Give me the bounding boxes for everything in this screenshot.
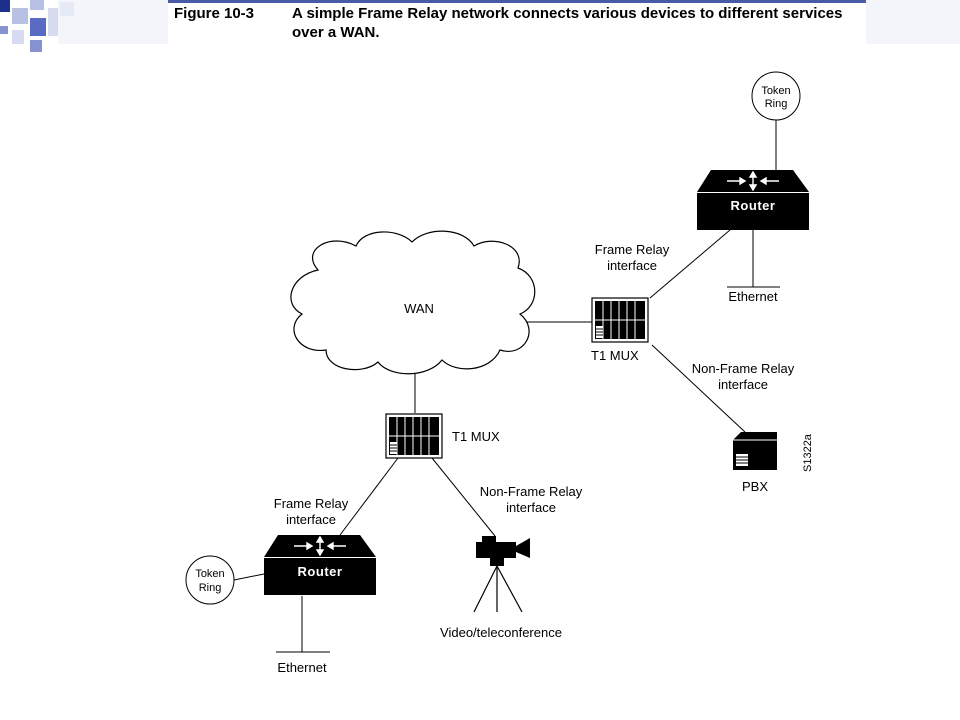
non-frame-relay-top-line1: Non-Frame Relay xyxy=(692,361,795,376)
wan-cloud xyxy=(290,230,536,375)
ethernet-top-label: Ethernet xyxy=(728,289,778,304)
non-frame-relay-bottom-line1: Non-Frame Relay xyxy=(480,484,583,499)
t1-mux-bottom-label: T1 MUX xyxy=(452,429,500,444)
link-tokenring-router-bottom xyxy=(233,573,265,581)
frame-relay-interface-bottom-line2: interface xyxy=(286,512,336,527)
router-bottom-label: Router xyxy=(298,564,343,579)
token-ring-top-line2: Ring xyxy=(765,98,788,110)
figure-label: Figure 10-3 xyxy=(174,5,255,22)
pbx-label: PBX xyxy=(742,479,768,494)
corner-decoration-right xyxy=(866,0,960,44)
header-rule xyxy=(168,0,866,3)
token-ring-bottom xyxy=(185,555,235,605)
non-frame-relay-top-line2: interface xyxy=(718,377,768,392)
non-frame-relay-bottom-line2: interface xyxy=(506,500,556,515)
video-camera-icon xyxy=(473,536,530,613)
t1-mux-top-label: T1 MUX xyxy=(591,348,639,363)
ethernet-bottom-label: Ethernet xyxy=(277,660,327,675)
link-mux-video xyxy=(431,457,496,537)
router-top: Router xyxy=(696,169,810,231)
figure-id: S1322a xyxy=(802,433,814,472)
t1-mux-bottom-icon xyxy=(385,413,443,459)
wan-label: WAN xyxy=(404,301,434,316)
link-mux-router-bottom xyxy=(339,457,399,536)
corner-decoration xyxy=(0,0,168,52)
link-router-mux-top xyxy=(649,229,731,299)
token-ring-top xyxy=(751,71,801,121)
pbx xyxy=(733,432,777,470)
link-mux-pbx xyxy=(651,344,746,433)
frame-relay-interface-top-line1: Frame Relay xyxy=(595,242,670,257)
frame-relay-interface-bottom-line1: Frame Relay xyxy=(274,496,349,511)
token-ring-top-line1: Token xyxy=(761,85,790,97)
video-teleconference-label: Video/teleconference xyxy=(440,625,562,640)
router-top-label: Router xyxy=(731,198,776,213)
token-ring-bottom-line1: Token xyxy=(195,568,224,580)
figure-caption: A simple Frame Relay network connects va… xyxy=(292,5,843,41)
links xyxy=(233,120,780,653)
router-bottom: Router xyxy=(263,534,377,596)
token-ring-bottom-line2: Ring xyxy=(199,582,222,594)
frame-relay-interface-top-line2: interface xyxy=(607,258,657,273)
t1-mux-top-icon xyxy=(591,297,649,343)
